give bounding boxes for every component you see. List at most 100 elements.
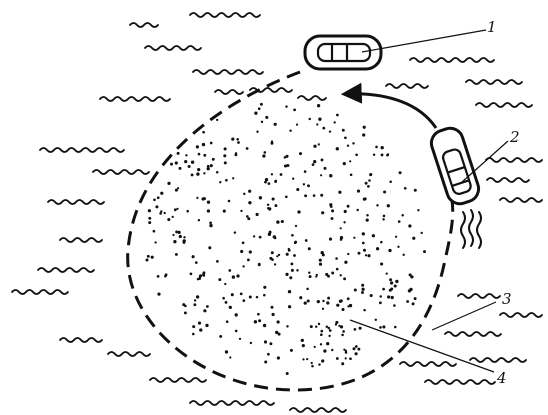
stipple-dot (335, 257, 338, 260)
wave-icon (409, 57, 495, 63)
stipple-dot (146, 254, 150, 258)
stipple-dot (156, 196, 160, 200)
label-area: 4 (496, 369, 507, 387)
stipple-dot (196, 196, 199, 200)
stipple-dot (385, 272, 388, 275)
stipple-dot (299, 296, 303, 300)
stipple-dot (270, 173, 274, 176)
stipple-dot (263, 151, 267, 154)
stipple-dot (234, 153, 238, 157)
stipple-dot (353, 236, 356, 239)
stipple-dot (284, 195, 288, 199)
stipple-dot (209, 141, 213, 145)
stipple-dot (182, 240, 186, 244)
stipple-dot (317, 143, 320, 146)
stipple-dot (263, 285, 267, 289)
stipple-dot (238, 337, 242, 341)
stipple-dot (318, 258, 322, 262)
stipple-dot (312, 194, 316, 197)
stipple-dot (338, 324, 341, 327)
wave-icon (485, 157, 543, 163)
stipple-dot (270, 141, 274, 145)
stipple-dot (209, 223, 213, 228)
stipple-dot (369, 293, 373, 298)
stipple-dot (286, 325, 289, 328)
stipple-dot (343, 209, 347, 214)
stipple-dot (264, 178, 269, 182)
wave-icon (192, 69, 264, 75)
stipple-dot (331, 209, 335, 213)
enclosed-area-stipple (145, 102, 426, 375)
stipple-dot (420, 231, 423, 235)
stipple-dot (289, 348, 293, 352)
stipple-dot (285, 252, 289, 256)
stipple-dot (361, 287, 365, 291)
stipple-dot (307, 247, 311, 251)
stipple-dot (173, 208, 177, 212)
stipple-dot (232, 177, 235, 180)
stipple-dot (283, 156, 287, 159)
stipple-dot (291, 233, 294, 237)
stipple-dot (255, 212, 259, 217)
stipple-dot (185, 154, 188, 157)
leader-line-2 (461, 140, 509, 183)
stipple-dot (328, 237, 333, 241)
stipple-dot (401, 213, 404, 217)
stipple-dot (293, 108, 296, 112)
stipple-dot (397, 220, 401, 223)
stipple-dot (323, 166, 327, 170)
stipple-dot (309, 325, 313, 329)
stipple-dot (361, 283, 365, 287)
stipple-dot (191, 255, 195, 259)
stipple-dot (306, 287, 309, 291)
stipple-dot (362, 197, 366, 201)
wave-icon (499, 197, 543, 203)
stipple-dot (313, 144, 317, 148)
wave-icon (289, 407, 347, 413)
stipple-dot (380, 262, 384, 266)
stipple-dot (344, 136, 347, 140)
stipple-dot (386, 204, 390, 208)
stipple-dot (223, 147, 227, 151)
stipple-dot (234, 329, 238, 333)
stipple-dot (342, 161, 346, 166)
stipple-dot (303, 170, 307, 173)
stipple-dot (344, 260, 348, 264)
stipple-dot (346, 144, 350, 147)
stipple-dot (320, 193, 324, 197)
wave-icon (37, 267, 95, 273)
stipple-dot (273, 263, 277, 266)
stipple-dot (335, 267, 339, 271)
stipple-dot (297, 210, 301, 214)
stipple-dot (227, 199, 231, 203)
stipple-dot (301, 343, 305, 348)
stipple-dot (182, 303, 186, 307)
stipple-dot (267, 352, 270, 356)
stipple-dot (329, 174, 333, 178)
stipple-dot (317, 322, 321, 326)
stipple-dot (243, 192, 246, 196)
stipple-dot (417, 209, 420, 212)
stipple-dot (311, 163, 315, 166)
stipple-dot (173, 240, 177, 244)
stipple-dot (247, 217, 251, 221)
stipple-dot (248, 201, 252, 205)
stipple-dot (298, 152, 303, 156)
wave-icon (444, 331, 502, 337)
stipple-dot (335, 147, 339, 151)
stipple-dot (270, 251, 274, 255)
stipple-dot (318, 262, 323, 266)
stipple-dot (343, 348, 346, 351)
stipple-dot (379, 295, 382, 298)
stipple-dot (352, 347, 356, 351)
stipple-dot (335, 357, 339, 360)
stipple-dot (192, 332, 195, 336)
stipple-dot (389, 278, 393, 282)
stipple-dot (269, 342, 273, 346)
stipple-dot (147, 209, 151, 213)
wave-icon (469, 357, 527, 363)
stipple-dot (275, 330, 279, 335)
stipple-dot (193, 303, 197, 307)
stipple-dot (148, 216, 152, 220)
stipple-dot (286, 163, 290, 168)
